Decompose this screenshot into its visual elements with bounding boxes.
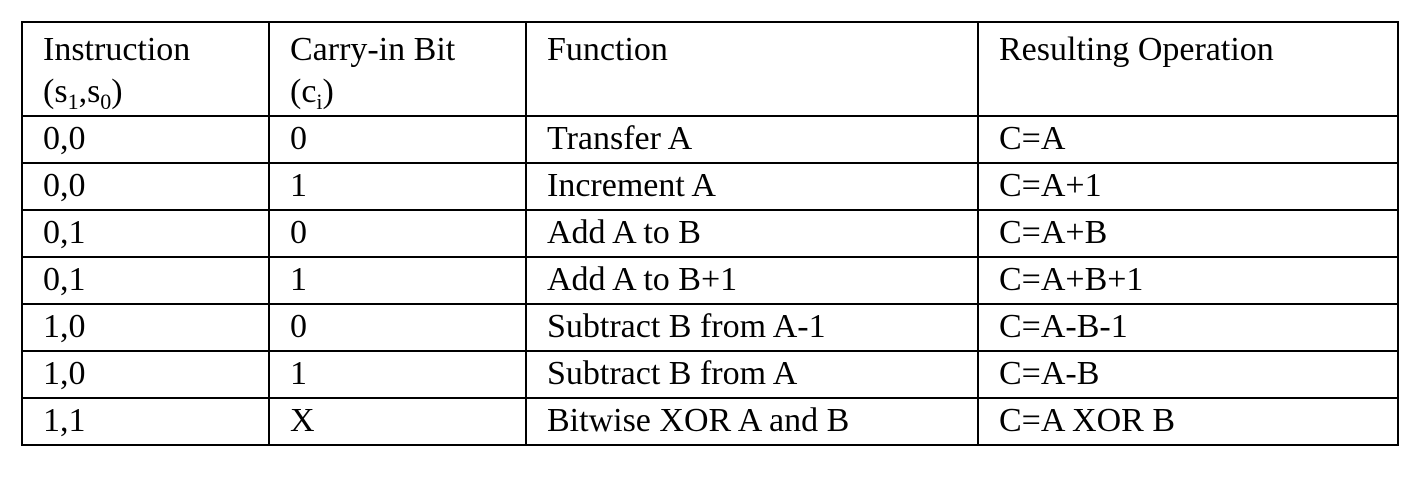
cell-function: Add A to B+1 [525, 256, 979, 305]
table-row: 0,0 0 Transfer A C=A [21, 115, 1399, 164]
cell-carry: 0 [268, 303, 527, 352]
cell-function: Add A to B [525, 209, 979, 258]
cell-result: C=A+B [977, 209, 1399, 258]
cell-carry: 1 [268, 162, 527, 211]
header-carry-label: Carry-in Bit [290, 31, 456, 68]
header-instruction: Instruction (s1,s0) [21, 21, 270, 117]
header-carry: Carry-in Bit (ci) [268, 21, 527, 117]
cell-instruction: 0,0 [21, 162, 270, 211]
cell-result: C=A+1 [977, 162, 1399, 211]
cell-result: C=A-B [977, 350, 1399, 399]
cell-instruction: 0,0 [21, 115, 270, 164]
cell-carry: 0 [268, 115, 527, 164]
cell-function: Increment A [525, 162, 979, 211]
cell-function: Subtract B from A [525, 350, 979, 399]
header-instruction-open: (s [43, 73, 68, 110]
table-row: 1,0 0 Subtract B from A-1 C=A-B-1 [21, 303, 1399, 352]
cell-instruction: 1,0 [21, 303, 270, 352]
cell-carry: 1 [268, 350, 527, 399]
cell-carry: 1 [268, 256, 527, 305]
cell-instruction: 0,1 [21, 209, 270, 258]
header-instruction-sub2: 0 [100, 89, 112, 114]
header-instruction-close: ) [111, 73, 123, 110]
header-instruction-label: Instruction [43, 31, 191, 68]
table-header-row: Instruction (s1,s0) Carry-in Bit (ci) Fu… [21, 21, 1399, 117]
cell-result: C=A+B+1 [977, 256, 1399, 305]
header-function-label: Function [547, 31, 668, 68]
cell-function: Transfer A [525, 115, 979, 164]
header-carry-close: ) [322, 73, 334, 110]
header-instruction-mid: ,s [78, 73, 101, 110]
header-instruction-signals: (s1,s0) [43, 69, 267, 114]
table-row: 0,1 0 Add A to B C=A+B [21, 209, 1399, 258]
table-row: 1,1 X Bitwise XOR A and B C=A XOR B [21, 397, 1399, 446]
table-row: 0,1 1 Add A to B+1 C=A+B+1 [21, 256, 1399, 305]
header-carry-open: (c [290, 73, 317, 110]
header-function: Function [525, 21, 979, 117]
cell-instruction: 0,1 [21, 256, 270, 305]
cell-carry: X [268, 397, 527, 446]
cell-result: C=A [977, 115, 1399, 164]
cell-carry: 0 [268, 209, 527, 258]
header-carry-signal: (ci) [290, 69, 524, 114]
cell-result: C=A-B-1 [977, 303, 1399, 352]
header-result-label: Resulting Operation [999, 31, 1274, 68]
cell-function: Subtract B from A-1 [525, 303, 979, 352]
alu-function-table: Instruction (s1,s0) Carry-in Bit (ci) Fu… [21, 21, 1399, 446]
cell-result: C=A XOR B [977, 397, 1399, 446]
cell-function: Bitwise XOR A and B [525, 397, 979, 446]
cell-instruction: 1,1 [21, 397, 270, 446]
table-row: 0,0 1 Increment A C=A+1 [21, 162, 1399, 211]
cell-instruction: 1,0 [21, 350, 270, 399]
header-instruction-sub1: 1 [67, 89, 79, 114]
header-result: Resulting Operation [977, 21, 1399, 117]
header-carry-sub: i [316, 89, 323, 114]
table-row: 1,0 1 Subtract B from A C=A-B [21, 350, 1399, 399]
